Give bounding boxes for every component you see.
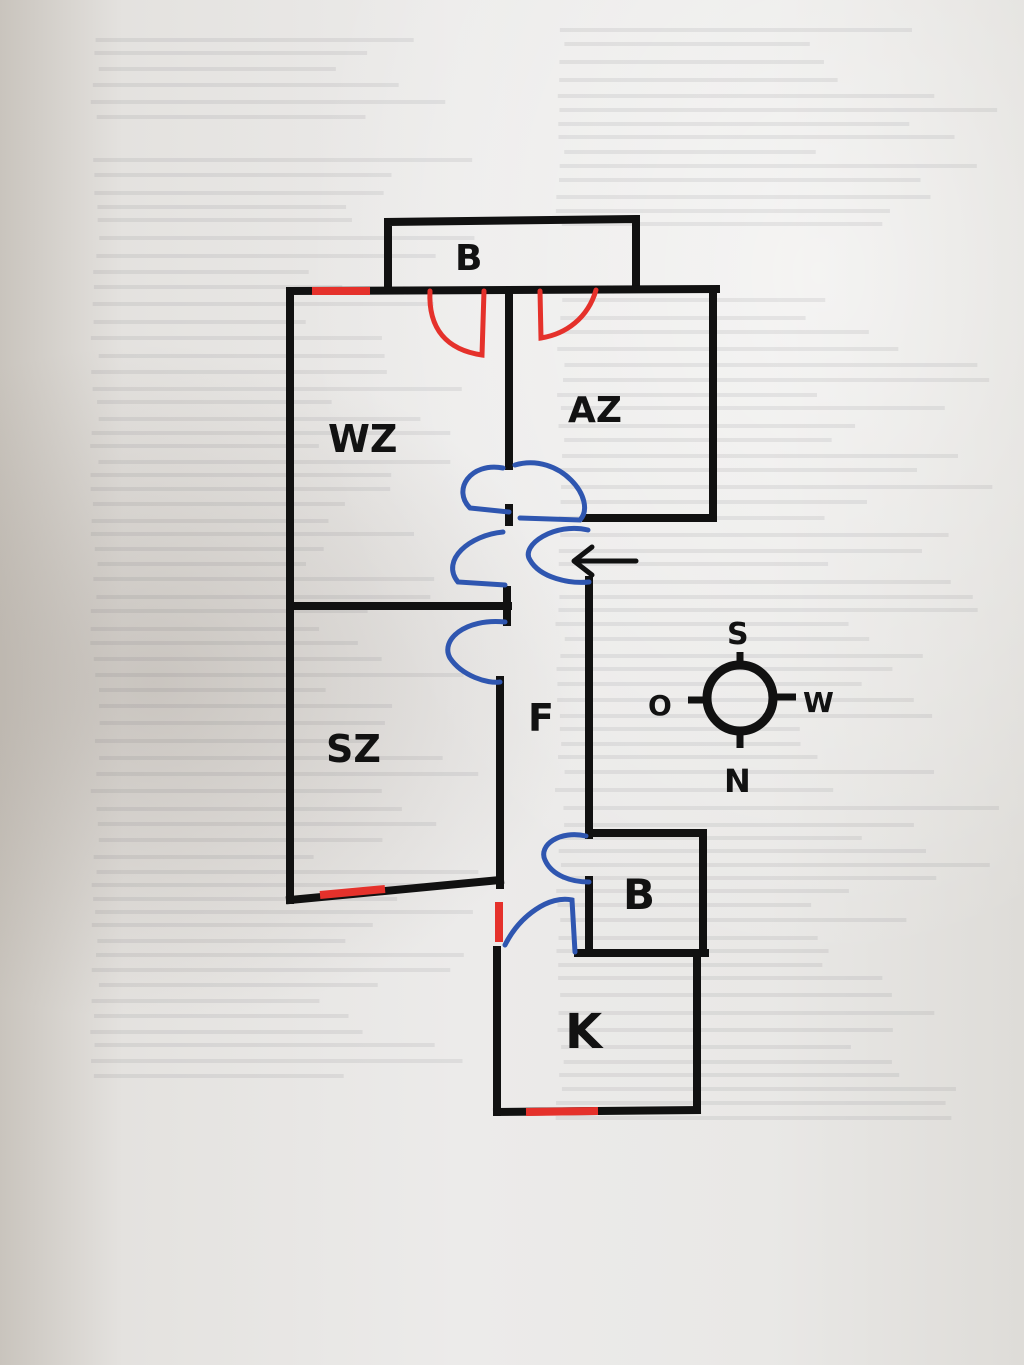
compass-label-top: S [727,617,749,652]
door-work-room [512,460,588,523]
walls [285,214,721,1117]
balcony-door-living [427,288,487,358]
wall-balcony-top [384,214,640,292]
label-bathroom: B [623,870,655,919]
doors [445,460,592,955]
door-bathroom [541,832,592,885]
door-kitchen [502,896,578,955]
room-labels: B WZ AZ SZ F B K S O W N [326,238,834,1060]
arrow-left-icon [571,544,639,578]
label-balcony-top: B [455,238,482,279]
door-living-room-lower [450,529,508,588]
door-living-room-upper [460,464,512,515]
label-bedroom: SZ [326,727,381,771]
balcony-door-work [537,287,599,341]
label-work-room: AZ [568,390,622,431]
compass-label-left: O [648,689,672,722]
windows [312,287,599,1116]
label-kitchen: K [565,1004,604,1060]
compass-icon [688,652,796,748]
door-entrance [525,525,592,585]
compass-label-bottom: N [724,762,751,800]
door-bedroom [445,619,508,685]
compass-label-right: W [803,686,834,719]
label-hallway: F [528,696,554,740]
window-kitchen [525,1107,599,1116]
label-living-room: WZ [328,417,397,461]
window-bedroom [319,885,386,899]
